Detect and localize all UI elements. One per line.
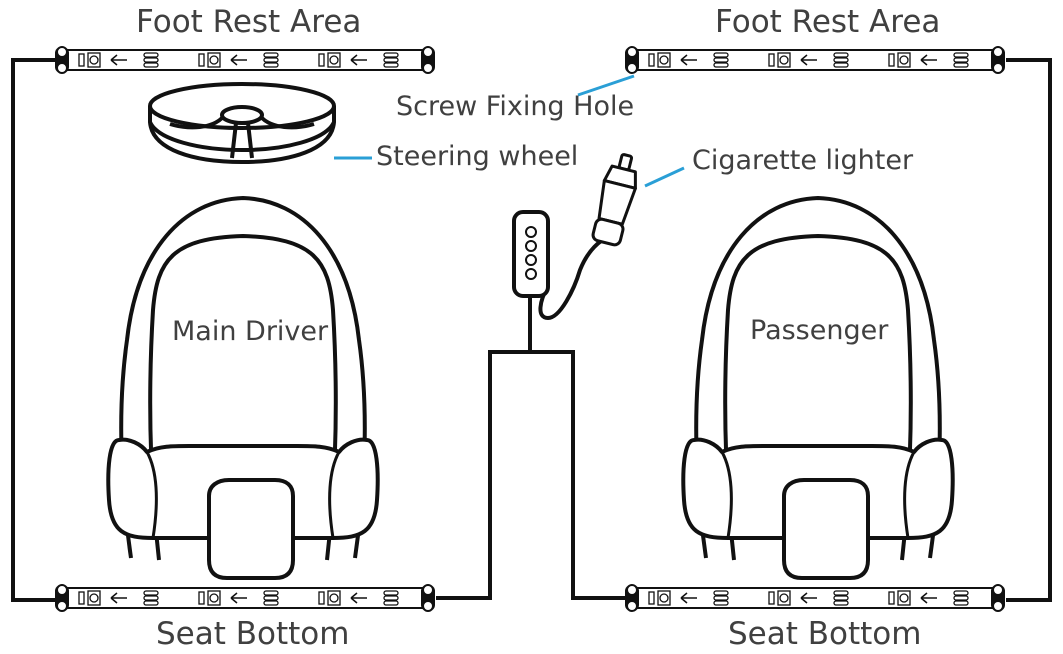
led-strip-bottom-left (55, 585, 435, 611)
led-strip-top-right (625, 47, 1005, 73)
wire-controller-lighter (538, 234, 611, 321)
steering-wheel-label: Steering wheel (376, 141, 579, 172)
controller-box-icon (512, 210, 550, 298)
wire-right-loop (1006, 58, 1052, 602)
wire-left-loop (11, 58, 58, 602)
cigarette-lighter-label: Cigarette lighter (692, 145, 914, 176)
steering-wheel-icon (148, 82, 336, 164)
main-driver-label: Main Driver (172, 316, 329, 347)
led-strip-bottom-right (625, 585, 1005, 611)
foot-rest-right-label: Foot Rest Area (715, 4, 941, 40)
screw-fixing-hole-label: Screw Fixing Hole (396, 91, 635, 122)
passenger-seat (681, 196, 955, 580)
led-strip-top-left (55, 47, 435, 73)
wire-controller-left (436, 290, 532, 600)
leader-cigarette-lighter (644, 166, 685, 188)
driver-seat (106, 196, 380, 580)
passenger-label: Passenger (750, 315, 889, 346)
seat-bottom-right-label: Seat Bottom (728, 616, 922, 652)
cigarette-plug-icon (591, 153, 637, 247)
wire-controller-right (530, 350, 626, 600)
wires (11, 58, 1052, 602)
leader-lines (334, 74, 685, 188)
leader-screw-hole (577, 74, 635, 97)
foot-rest-left-label: Foot Rest Area (136, 4, 362, 40)
seat-bottom-left-label: Seat Bottom (156, 616, 350, 652)
